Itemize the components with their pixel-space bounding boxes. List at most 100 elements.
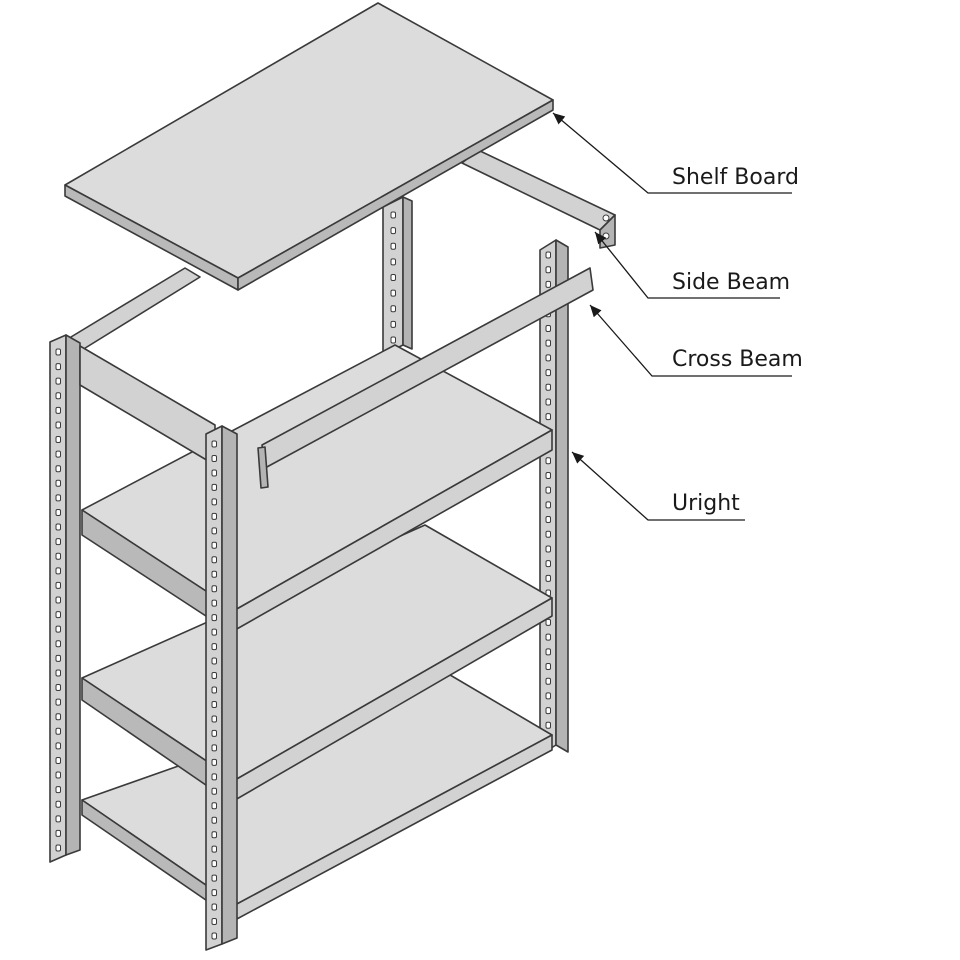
upright-hole xyxy=(211,874,217,882)
upright-hole xyxy=(545,486,551,494)
upright-hole xyxy=(390,274,396,281)
upright-hole xyxy=(545,560,551,568)
upright-hole xyxy=(211,512,217,520)
upright-hole xyxy=(390,258,396,266)
shelf-board-bottom xyxy=(81,671,553,921)
upright-hole xyxy=(211,932,217,940)
upright-hole xyxy=(211,628,217,636)
upright-hole xyxy=(55,786,61,794)
upright-hole xyxy=(211,787,217,795)
upright-hole xyxy=(545,663,551,671)
upright-leader xyxy=(571,451,745,521)
upright-hole xyxy=(545,383,551,391)
upright-hole xyxy=(545,413,551,421)
upright-hole xyxy=(545,721,551,729)
upright-hole xyxy=(211,816,217,824)
upright-hole xyxy=(545,516,551,524)
rear-left-upright-holes xyxy=(390,211,396,344)
upright-hole xyxy=(545,530,551,538)
rear-left-upright xyxy=(382,196,413,356)
upright-hole xyxy=(55,844,61,852)
upright-hole xyxy=(211,845,217,853)
upright-hole xyxy=(211,672,217,680)
upright-hole xyxy=(211,483,217,491)
upright-hole xyxy=(55,523,61,531)
upright-hole xyxy=(545,354,551,362)
upright-hole xyxy=(55,596,61,604)
upright-hole xyxy=(211,541,217,549)
upright-hole xyxy=(55,829,61,837)
left-top-side-beam xyxy=(65,267,201,351)
upright-hole xyxy=(545,369,551,377)
upright-hole xyxy=(390,305,396,313)
upright-hole xyxy=(211,454,217,462)
upright-hole xyxy=(55,421,61,429)
upright-hole xyxy=(55,698,61,706)
upright-hole xyxy=(55,815,61,823)
shelf-board-second xyxy=(81,344,553,636)
upright-hole xyxy=(211,773,217,781)
front-right-upright-holes xyxy=(211,440,217,940)
upright-hole xyxy=(211,700,217,708)
upright-hole xyxy=(55,669,61,677)
upright-hole xyxy=(545,324,551,332)
upright-hole xyxy=(211,527,217,535)
upright-hole xyxy=(545,398,551,406)
upright-hole xyxy=(55,392,61,400)
upright-hole xyxy=(55,581,61,589)
shelf-board-top xyxy=(64,2,554,291)
upright-hole xyxy=(55,625,61,633)
upright-hole xyxy=(211,614,217,622)
upright-hole xyxy=(211,585,217,593)
upright-hole xyxy=(55,727,61,735)
upright-hole xyxy=(55,654,61,662)
upright-hole xyxy=(55,640,61,648)
upright-hole xyxy=(545,707,551,715)
upright-hole xyxy=(545,251,551,259)
upright-hole xyxy=(211,657,217,665)
upright-hole xyxy=(211,556,217,564)
upright-hole xyxy=(545,339,551,347)
upright-hole xyxy=(545,633,551,641)
upright-hole xyxy=(55,450,61,458)
upright-hole xyxy=(211,715,217,723)
shelf-board-leader xyxy=(552,112,792,194)
upright-hole xyxy=(55,611,61,619)
upright-hole xyxy=(55,406,61,414)
upright-hole xyxy=(55,465,61,473)
upright-hole xyxy=(55,684,61,692)
upright-hole xyxy=(55,567,61,575)
upright-hole xyxy=(211,889,217,897)
upright-hole xyxy=(55,494,61,502)
upright-hole xyxy=(545,501,551,509)
side-beam-label: Side Beam xyxy=(672,270,790,295)
shelf-board-label: Shelf Board xyxy=(672,165,799,190)
upright-hole xyxy=(545,648,551,656)
upright-hole xyxy=(211,860,217,868)
upright-hole xyxy=(390,227,396,235)
cross-beam-leader xyxy=(589,304,792,377)
upright-hole xyxy=(211,686,217,694)
front-right-upright xyxy=(205,425,238,951)
upright-hole xyxy=(211,643,217,651)
upright-hole xyxy=(545,471,551,479)
cross-beam xyxy=(257,267,594,489)
front-left-upright xyxy=(49,334,81,863)
upright-hole xyxy=(211,599,217,607)
upright-hole xyxy=(211,744,217,752)
upright-hole xyxy=(55,742,61,750)
upright-hole xyxy=(211,758,217,766)
upright-hole xyxy=(390,336,396,344)
upright-label: Uright xyxy=(672,491,740,516)
upright-hole xyxy=(545,692,551,700)
upright-hole xyxy=(545,545,551,553)
upright-hole xyxy=(211,903,217,911)
upright-hole xyxy=(211,498,217,506)
back-right-upright xyxy=(539,239,569,756)
cross-beam-label: Cross Beam xyxy=(672,347,803,372)
upright-hole xyxy=(55,713,61,721)
upright-hole xyxy=(55,436,61,444)
upright-hole xyxy=(55,363,61,371)
upright-hole xyxy=(211,729,217,737)
